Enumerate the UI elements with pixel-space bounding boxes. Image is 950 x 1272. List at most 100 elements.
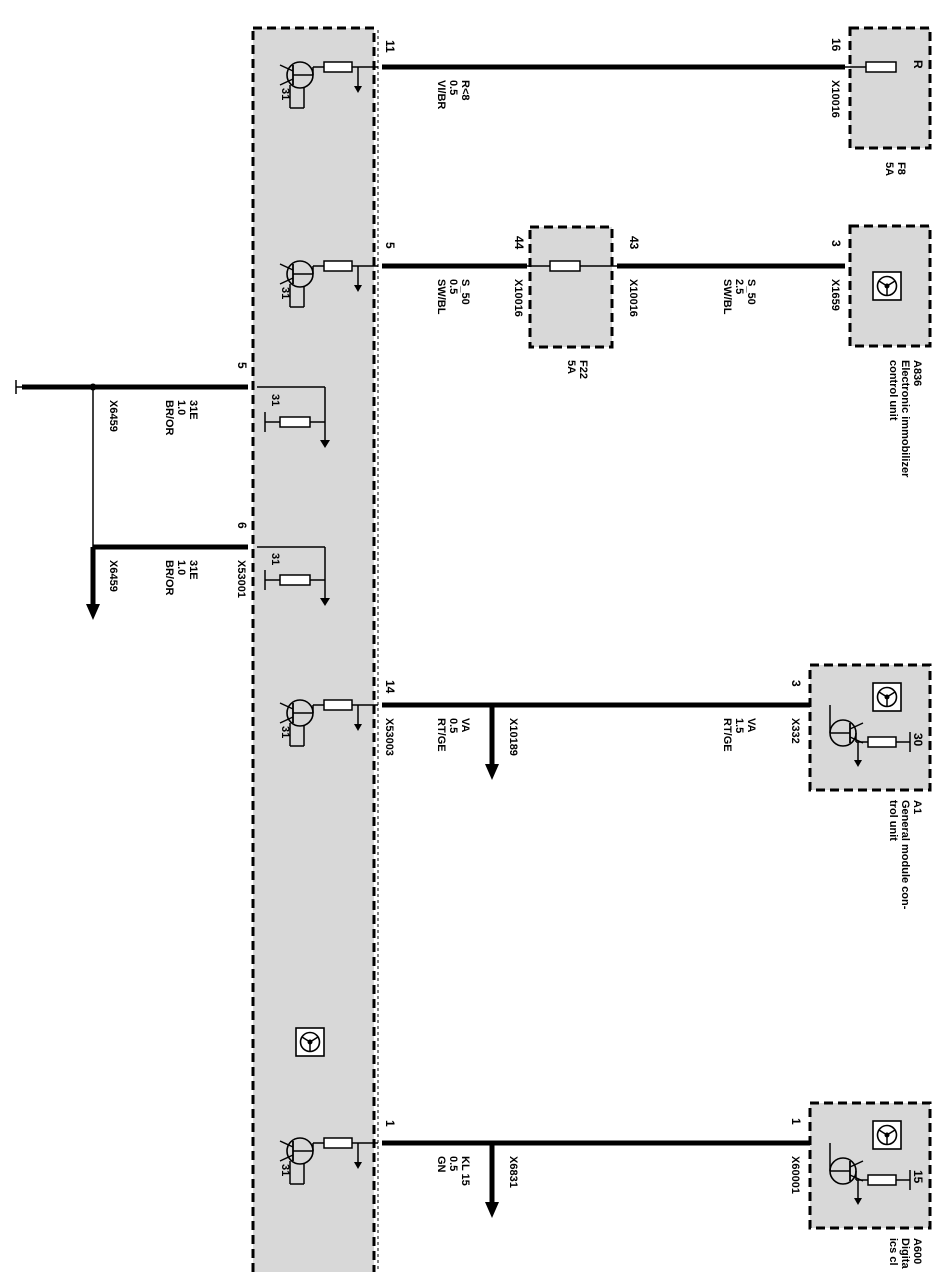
far-pin-label: 16 — [829, 38, 843, 52]
wire-gauge-label: 1.0 — [175, 400, 187, 415]
ground-label: 31 — [279, 1164, 291, 1176]
ground-label: 31 — [269, 553, 281, 565]
pin-label: 1 — [383, 1120, 397, 1127]
resistor-icon — [323, 260, 353, 272]
ground-arrow-icon — [354, 86, 362, 93]
ground-arrow-icon — [320, 598, 330, 606]
arrow-down-icon — [485, 1202, 499, 1218]
fuse-in-pin-label: 44 — [512, 236, 526, 250]
resistor-icon — [279, 574, 311, 586]
ground-arrow-icon — [320, 440, 330, 448]
ground-arrow-icon — [354, 724, 362, 731]
device-desc-label: Electronic immobilizer — [899, 360, 911, 478]
steering-wheel-icon — [295, 1027, 325, 1057]
far-pin-label: 3 — [789, 680, 803, 687]
pin-label: 5 — [383, 242, 397, 249]
circuit-f8: 31 11 R<8 0.5 VI/BR 16 X10016 R F8 5A — [279, 26, 932, 176]
device-name-label: A600 — [911, 1238, 923, 1264]
resistor-icon — [279, 416, 311, 428]
wire-color-label: RT/GE — [721, 718, 733, 752]
wire-signal-label: R<8 — [459, 80, 471, 101]
wire-color-label: VI/BR — [435, 80, 447, 109]
circuit-ground-5: 5 31E 1.0 BR/OR X6459 31 — [15, 362, 330, 448]
fuse-f22-box — [528, 225, 614, 349]
connector-label: X60001 — [789, 1156, 801, 1194]
wire-gauge-label: 2.5 — [733, 279, 745, 294]
ground-arrow-icon — [354, 1162, 362, 1169]
connector-label: X6459 — [107, 400, 119, 432]
fuse-f8-box — [848, 26, 932, 150]
fuse-out-pin-label: 43 — [627, 236, 641, 250]
fuse-in-connector-label: X10016 — [512, 279, 524, 317]
device-pin-label: 30 — [911, 733, 925, 747]
wire-signal-label: 31E — [187, 400, 199, 420]
pin-label: 11 — [383, 40, 397, 53]
device-desc-label: ics cl — [887, 1238, 899, 1266]
ground-label: 31 — [279, 88, 291, 100]
ground-arrow-icon — [854, 760, 862, 767]
ground-arrow-icon — [854, 1198, 862, 1205]
arrow-down-icon — [86, 604, 100, 620]
wire-color-label: BR/OR — [163, 560, 175, 596]
device-desc-label: General module con- — [899, 800, 911, 910]
circuit-a836: 31 5 S_50 0.5 SW/BL 44 X10016 43 X10016 … — [279, 224, 932, 478]
resistor-icon — [323, 699, 353, 711]
wire-color-label: BR/OR — [163, 400, 175, 436]
device-name-label: F8 — [895, 162, 907, 175]
splice-label: X10189 — [507, 718, 519, 756]
far-pin-label: 3 — [829, 240, 843, 247]
wire-gauge-label: 1.0 — [175, 560, 187, 575]
far-pin-label: 1 — [789, 1118, 803, 1125]
a1-module-box — [808, 663, 932, 792]
circuit-ground-6: 6 X53001 31E 1.0 BR/OR X6459 31 — [86, 522, 330, 620]
resistor-icon — [867, 736, 897, 748]
connector-label: X1659 — [829, 279, 841, 311]
wire-signal-label: VA — [459, 718, 471, 733]
device-desc-label: trol unit — [887, 800, 899, 841]
ground-label: 31 — [279, 287, 291, 299]
circuit-a1: 31 14 X53003 VA 0.5 RT/GE X10189 VA 1.5 … — [279, 663, 932, 910]
control-module-box — [251, 26, 376, 1272]
connector-label: X10016 — [829, 80, 841, 118]
wire-signal-label: KL 15 — [459, 1156, 471, 1186]
wire-signal-label: 31E — [187, 560, 199, 580]
fuse-icon — [549, 260, 581, 272]
device-rating-label: 5A — [883, 162, 895, 176]
wire-gauge-label: 0.5 — [447, 80, 459, 95]
steering-wheel-icon — [872, 271, 902, 301]
wire-color-label: RT/GE — [435, 718, 447, 752]
connector-label: X6459 — [107, 560, 119, 592]
ground-label: 31 — [269, 394, 281, 406]
device-pin-label: 15 — [911, 1170, 925, 1184]
device-desc-label: control unit — [887, 360, 899, 421]
wire-signal-label: S_50 — [459, 279, 471, 305]
steering-wheel-icon — [872, 682, 902, 712]
device-name-label: A1 — [911, 800, 923, 814]
fuse-rating-label: 5A — [565, 360, 577, 374]
connector-label: X53003 — [383, 718, 395, 756]
connector-label: X53001 — [235, 560, 247, 598]
wire-gauge-label: 0.5 — [447, 1156, 459, 1171]
ground-arrow-icon — [354, 285, 362, 292]
fuse-name-label: F22 — [577, 360, 589, 379]
arrow-down-icon — [485, 764, 499, 780]
splice-label: X6831 — [507, 1156, 519, 1188]
device-desc-label: Digita — [899, 1238, 911, 1269]
wire-gauge-label: 0.5 — [447, 718, 459, 733]
connector-label: X332 — [789, 718, 801, 744]
steering-wheel-icon — [872, 1120, 902, 1150]
fuse-out-connector-label: X10016 — [627, 279, 639, 317]
ground-label: 31 — [279, 726, 291, 738]
resistor-icon — [323, 1137, 353, 1149]
wire-signal-label: S_50 — [745, 279, 757, 305]
wire-gauge-label: 1.5 — [733, 718, 745, 733]
pin-label: 6 — [235, 522, 249, 529]
resistor-icon — [867, 1174, 897, 1186]
a600-module-box — [808, 1101, 932, 1230]
fuse-icon — [865, 61, 897, 73]
circuit-a600: 31 1 KL 15 0.5 GN X6831 1 X60001 15 A600… — [279, 1101, 932, 1269]
wire-color-label: SW/BL — [721, 279, 733, 315]
wire-signal-label: VA — [745, 718, 757, 733]
pin-label: 5 — [235, 362, 249, 369]
